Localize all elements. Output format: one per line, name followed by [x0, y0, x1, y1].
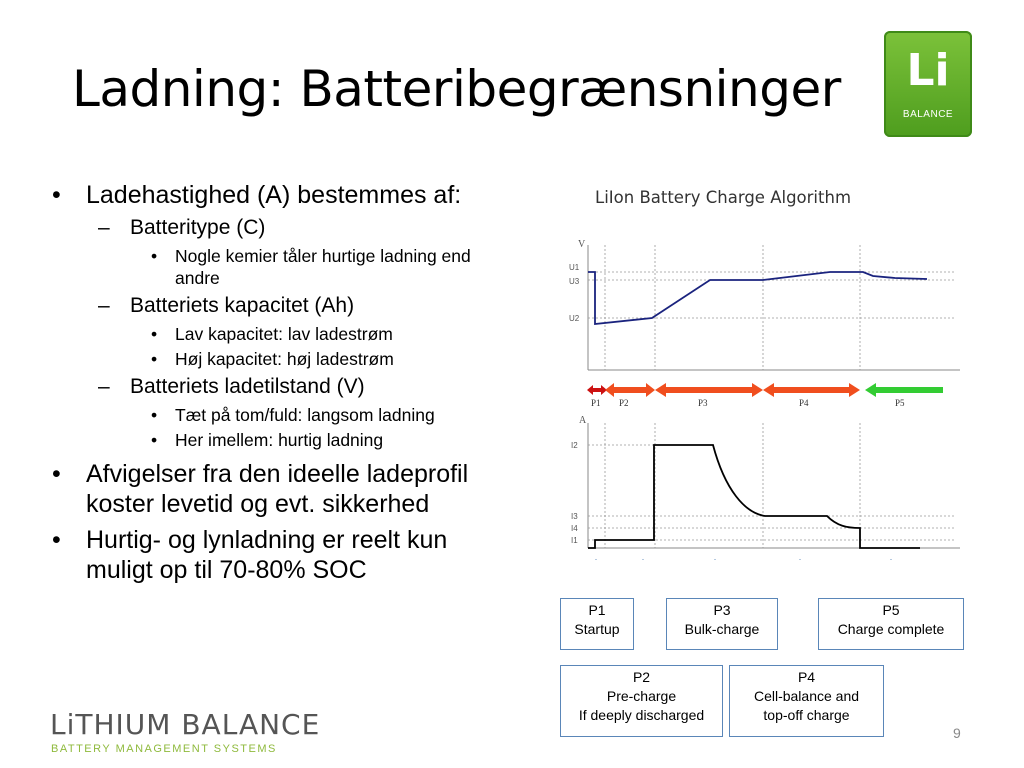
voltage-axis-label: V: [578, 239, 586, 250]
p1-description: Startup: [574, 621, 620, 637]
p3-description: Bulk-charge: [684, 621, 760, 637]
tick-i2: I2: [571, 441, 578, 450]
current-axis-label: A: [579, 415, 587, 426]
voltage-curve: [588, 271, 928, 325]
tick-i4: I4: [571, 524, 578, 533]
p2-note: If deeply discharged: [578, 707, 705, 723]
sub-sub-bullet-high-capacity: Høj kapacitet: høj ladestrøm: [48, 348, 518, 370]
p2-label: P2: [632, 669, 651, 685]
chart-title: LiIon Battery Charge Algorithm: [595, 188, 852, 207]
callout-p3-bulk-charge: P3 Bulk-charge: [666, 598, 778, 650]
callout-p2-pre-charge: P2 Pre-charge If deeply discharged: [560, 665, 723, 737]
page-number: 9: [953, 725, 961, 741]
logo-main-text: Li: [906, 45, 950, 96]
phase-label-p4: P4: [799, 398, 809, 408]
callout-p4-cell-balance: P4 Cell-balance and top-off charge: [729, 665, 884, 737]
lithium-balance-wordmark: LiTHIUM BALANCE: [50, 708, 321, 741]
slide-title: Ladning: Batteribegrænsninger: [72, 60, 841, 118]
phase-label-p1: P1: [591, 398, 601, 408]
callout-p5-charge-complete: P5 Charge complete: [818, 598, 964, 650]
sub-bullet-state-of-charge: Batteriets ladetilstand (V): [48, 373, 518, 401]
phase-arrow-p4: [763, 383, 860, 397]
tick-u1: U1: [569, 263, 580, 272]
voltage-gridlines: [588, 245, 955, 370]
phase-arrow-p5: [865, 383, 943, 397]
callout-p1-startup: P1 Startup: [560, 598, 634, 650]
sub-bullet-battery-type: Batteritype (C): [48, 214, 518, 242]
phase-arrows: [587, 383, 943, 397]
sub-sub-bullet-low-capacity: Lav kapacitet: lav ladestrøm: [48, 323, 518, 345]
phase-arrow-p3: [655, 383, 763, 397]
tick-i1: I1: [571, 536, 578, 545]
p2-description: Pre-charge: [606, 688, 677, 704]
logo-sub-text: BALANCE: [902, 109, 954, 120]
p5-description: Charge complete: [837, 621, 945, 637]
bullet-list: Ladehastighed (A) bestemmes af: Batterit…: [48, 180, 518, 589]
footer-tagline: BATTERY MANAGEMENT SYSTEMS: [51, 743, 277, 755]
p3-label: P3: [713, 602, 731, 618]
sub-sub-bullet-in-between: Her imellem: hurtig ladning: [48, 429, 518, 451]
sub-sub-bullet-chemistry: Nogle kemier tåler hurtige ladning end a…: [48, 245, 518, 289]
tick-i3: I3: [571, 512, 578, 521]
phase-label-p5: P5: [895, 398, 905, 408]
phase-label-p2: P2: [619, 398, 629, 408]
charge-algorithm-chart: V U1 U3 U2 P1 P2 P3 P4 P5 A I2 I3 I4 I1: [569, 239, 960, 560]
p1-label: P1: [588, 602, 606, 618]
bullet-deviations: Afvigelser fra den ideelle ladeprofil ko…: [48, 459, 518, 519]
p4-description-2: top-off charge: [763, 707, 850, 723]
li-balance-logo: Li BALANCE: [884, 31, 972, 137]
p5-label: P5: [882, 602, 900, 618]
tick-u3: U3: [569, 277, 580, 286]
current-gridlines: [588, 423, 955, 548]
p4-label: P4: [797, 669, 816, 685]
phase-arrow-p1: [587, 385, 607, 395]
phase-arrow-p2: [605, 383, 655, 397]
sub-sub-bullet-near-empty-full: Tæt på tom/fuld: langsom ladning: [48, 404, 518, 426]
bullet-charge-rate: Ladehastighed (A) bestemmes af:: [48, 180, 518, 210]
bullet-fast-charging: Hurtig- og lynladning er reelt kun mulig…: [48, 525, 518, 585]
p4-description: Cell-balance and: [753, 688, 860, 704]
tick-u2: U2: [569, 314, 580, 323]
current-curve: [588, 444, 920, 549]
phase-label-p3: P3: [698, 398, 708, 408]
sub-bullet-capacity: Batteriets kapacitet (Ah): [48, 292, 518, 320]
